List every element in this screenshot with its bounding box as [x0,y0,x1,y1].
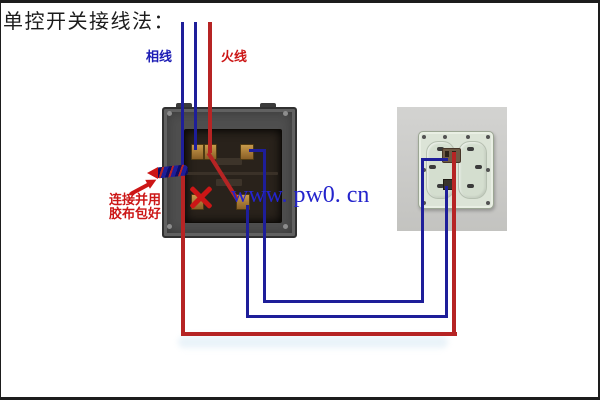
plate-slot [429,165,436,169]
frame-bottom [0,397,600,400]
phase-wire-to-terminal-segment [194,22,197,150]
frame-right [598,0,600,400]
blue-wire-right-inner-vertical [421,158,424,303]
blue-wire-bottom-inner-horizontal [263,300,424,303]
plate-slot [437,184,444,188]
plate-screw-dot [422,168,426,172]
junction-note-line2: 胶布包好 [109,206,162,221]
panel-marking [186,172,278,175]
panel-marking [216,158,242,165]
blue-wire-right-top-horizontal [421,158,448,161]
plate-slot [467,184,474,188]
terminal-top-right [240,144,254,160]
junction-note-line1: 连接并用 [109,192,162,207]
blue-wire-switch-right-horizontal [249,149,266,152]
red-wire-bottom-horizontal [181,332,457,336]
phase-wire-feed-segment [181,22,184,172]
screw-dot [283,111,288,116]
left-switch-mount-tab [260,103,276,109]
left-switch-mount-tab [176,103,192,109]
blue-wire-right-outer-vertical [445,186,448,318]
screw-dot [283,224,288,229]
blue-wire-switch-right-vertical [263,149,266,303]
plate-screw-dot [486,201,490,205]
site-watermark: www. pw0. cn [231,182,370,208]
plate-slot [467,147,474,151]
blue-wire-switch-bottom-vertical [246,205,249,318]
plate-screw-dot [422,135,426,139]
plate-slot [437,147,444,151]
red-wire-right-vertical [452,152,456,336]
plate-screw-dot [486,135,490,139]
terminal-top-left [191,144,204,160]
red-wire-left-vertical [181,174,185,336]
junction-note: 连接并用 胶布包好 [109,193,161,221]
screw-dot [167,224,172,229]
live-wire-feed-segment [208,22,212,153]
frame-top [0,0,600,3]
live-wire-label: 火线 [221,49,248,64]
page-title: 单控开关接线法： [3,11,175,33]
phase-wire-label: 相线 [146,49,173,64]
plate-screw-dot [422,201,426,205]
blue-wire-bottom-outer-horizontal [246,315,448,318]
plate-screw-dot [443,135,447,139]
plate-slot [475,165,482,169]
faded-watermark-smudge [178,336,448,348]
screw-dot [167,111,172,116]
plate-screw-dot [466,135,470,139]
plate-screw-dot [486,168,490,172]
frame-left [0,0,1,400]
terminal-slot [445,151,449,157]
junction-arrowhead-icon [147,167,158,179]
